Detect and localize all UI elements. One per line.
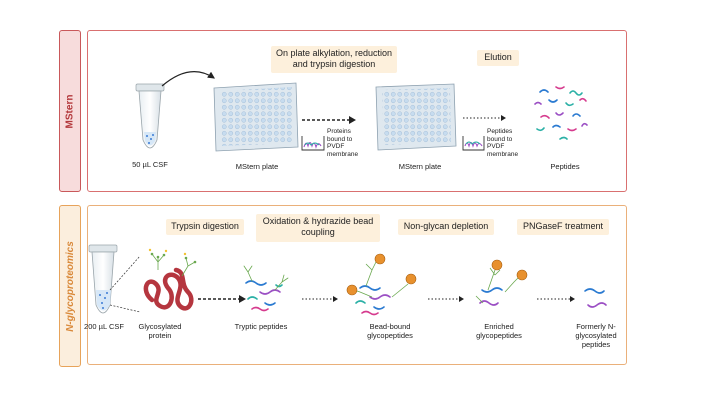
glycosylated-protein-icon [143, 248, 197, 311]
glycosylated-protein-label: Glycosylated protein [138, 322, 182, 340]
step-non-glycan-depletion: Non-glycan depletion [398, 219, 494, 235]
tryptic-peptides-label: Tryptic peptides [234, 322, 288, 331]
nglyco-section-tab: N-glycoproteomics [59, 205, 81, 367]
step-pngasef-treatment: PNGaseF treatment [517, 219, 609, 235]
peptides-bound-label: Peptides bound to PVDF membrane [487, 128, 519, 158]
csf-tube-icon [135, 83, 165, 149]
peptides-label: Peptides [550, 162, 580, 171]
formerly-glycosylated-label: Formerly N-glycosylated peptides [575, 322, 617, 349]
formerly-glycosylated-peptides-icon [584, 288, 607, 308]
csf-tube-200-icon [88, 244, 118, 314]
transfer-arrow [161, 71, 215, 87]
peptides-icon [534, 86, 588, 140]
mstern-section-tab: MStern [59, 30, 81, 192]
tryptic-peptides-icon [243, 265, 289, 312]
mstern-panel [87, 30, 627, 192]
mstern-plate-label: MStern plate [235, 162, 279, 171]
enriched-label: Enriched glycopeptides [476, 322, 522, 340]
mstern-plate-icon [213, 82, 299, 152]
membrane-icon [301, 136, 325, 151]
bead-bound-glycopeptides-icon [346, 253, 417, 316]
step-alkylation: On plate alkylation, reduction and tryps… [271, 46, 397, 73]
membrane-icon-2 [462, 136, 485, 151]
mstern-plate-2-label: MStern plate [398, 162, 442, 171]
step-elution: Elution [477, 50, 519, 66]
bead-bound-label: Bead-bound glycopeptides [367, 322, 413, 340]
enriched-glycopeptides-icon [475, 259, 528, 306]
nglyco-panel [87, 205, 627, 365]
csf-50-label: 50 µL CSF [132, 160, 168, 169]
step-trypsin-digestion: Trypsin digestion [166, 219, 244, 235]
mstern-plate-2-icon [375, 83, 457, 151]
proteins-bound-label: Proteins bound to PVDF membrane [327, 128, 359, 158]
csf-200-label: 200 µL CSF [84, 322, 124, 331]
step-oxidation-coupling: Oxidation & hydrazide bead coupling [256, 214, 380, 242]
